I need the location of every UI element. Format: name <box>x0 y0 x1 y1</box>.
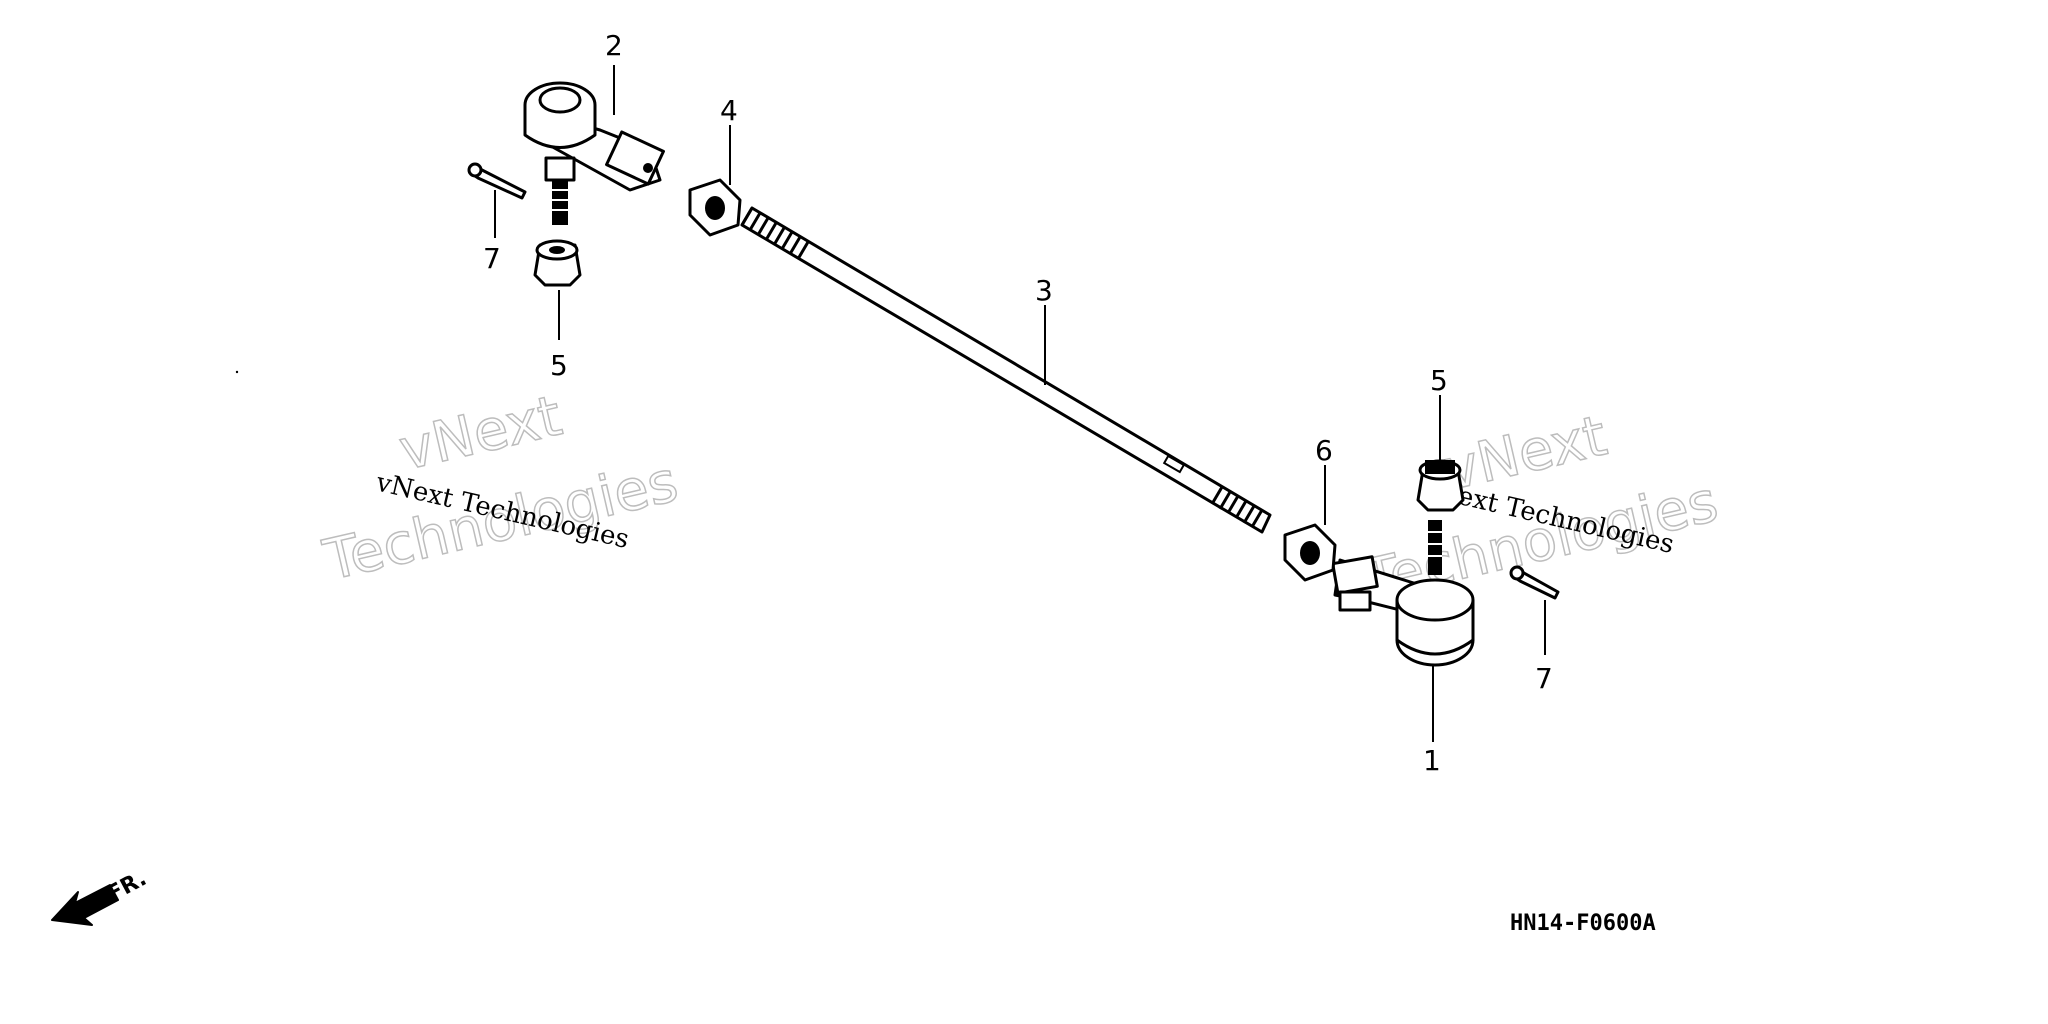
castle-nut-left <box>533 239 582 287</box>
arrow-icon <box>51 884 119 926</box>
tie-rod <box>740 206 1272 534</box>
left-stud-thread <box>552 180 568 225</box>
callout-5-left: 5 <box>550 349 568 382</box>
callout-4: 4 <box>720 94 738 127</box>
tie-rod-end-right <box>1331 520 1475 667</box>
callout-7-left: 7 <box>483 242 501 275</box>
diagram-code: HN14-F0600A <box>1510 911 1656 936</box>
cotter-pin-right <box>1509 565 1560 600</box>
callout-2: 2 <box>605 29 623 62</box>
stray-dot <box>235 370 239 374</box>
callout-1: 1 <box>1423 744 1441 777</box>
watermark-left: vNext Technologies vNext Technologies <box>317 383 685 595</box>
castle-nut-right <box>1416 459 1465 512</box>
lock-nut-6 <box>1283 523 1337 582</box>
callout-6: 6 <box>1315 434 1333 467</box>
callout-5-right: 5 <box>1430 364 1448 397</box>
right-stud-thread <box>1428 520 1442 575</box>
callout-7-right: 7 <box>1535 662 1553 695</box>
cotter-pin-left <box>467 162 527 200</box>
front-direction-arrow: FR. <box>51 866 151 926</box>
tie-rod-end-left <box>523 81 665 225</box>
tie-rod-flat <box>1162 454 1186 474</box>
lock-nut-4 <box>688 178 742 237</box>
tie-rod-thread-left <box>740 207 810 260</box>
watermark-left-big-line1: vNext <box>394 384 568 484</box>
callout-3: 3 <box>1035 274 1053 307</box>
leader-lines <box>494 65 1546 742</box>
tie-rod-thread-right <box>1210 486 1264 528</box>
